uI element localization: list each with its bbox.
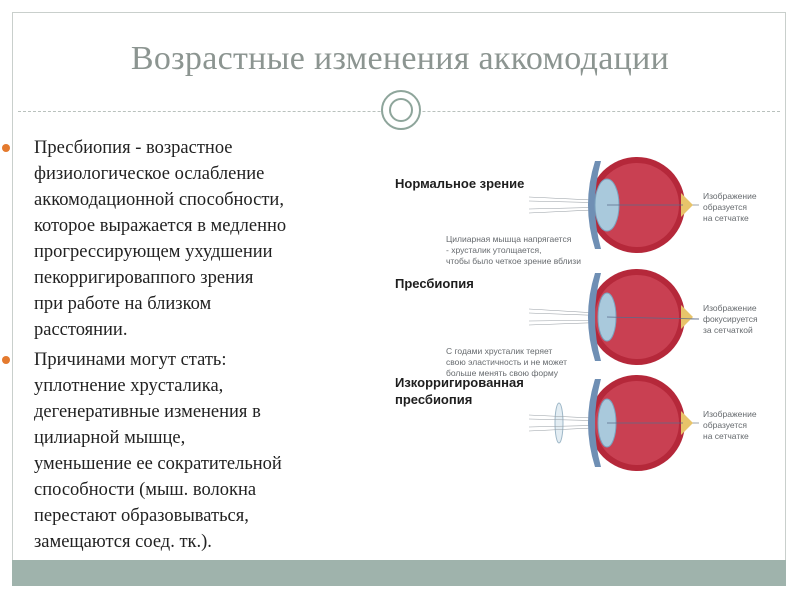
- panel-presbyopia: Пресбиопия Изображение фокусируется за с…: [395, 269, 758, 378]
- bullet-line: Причинами могут стать:: [34, 350, 227, 370]
- bullet-line: уменьшение ее сократительной: [34, 454, 282, 474]
- bullet-line: уплотнение хрусталика,: [34, 376, 224, 396]
- bullet-dot-icon: [2, 356, 10, 364]
- bullet-dot-icon: [2, 144, 10, 152]
- bullet-line: аккомодационной способности,: [34, 190, 284, 210]
- panel-heading: Нормальное зрение: [395, 176, 524, 191]
- bullet-list: Пресбиопия - возрастное физиологическое …: [2, 135, 374, 559]
- bullet-line: Пресбиопия - возрастное: [34, 138, 233, 158]
- bullet-line: которое выражается в медленно: [34, 216, 287, 236]
- note-right: на сетчатке: [703, 431, 749, 441]
- bullet-line: при работе на близком: [34, 294, 212, 314]
- bullet-line: прогрессирующем ухудшении: [34, 242, 273, 262]
- note-below: чтобы было четкое зрение вблизи: [446, 256, 581, 266]
- panel-normal-vision: Нормальное зрение Изображение образуется…: [395, 157, 757, 266]
- optic-nerve: [681, 411, 693, 435]
- bullet-line: физиологическое ослабление: [34, 164, 265, 184]
- eye-illustration-icon: [588, 375, 693, 471]
- bullet-line: расстоянии.: [34, 320, 128, 340]
- note-right: Изображение: [703, 303, 757, 313]
- note-right: Изображение: [703, 409, 757, 419]
- bullet-causes: Причинами могут стать: уплотнение хруста…: [2, 347, 374, 555]
- eye-diagram-svg: Нормальное зрение Изображение образуется…: [395, 157, 758, 471]
- focus-ray: [606, 316, 700, 320]
- bullet-line: дегенеративные изменения в: [34, 402, 261, 422]
- eye-illustration-icon: [588, 157, 693, 253]
- note-right: на сетчатке: [703, 213, 749, 223]
- note-below: свою эластичность и не может: [446, 357, 567, 367]
- bullet-line: пекорригироваппого зрения: [34, 268, 254, 288]
- panel-corrected-presbyopia: Изкорригированная пресбиопия Изображение…: [395, 375, 757, 471]
- cornea: [588, 273, 601, 361]
- note-below: больше менять свою форму: [446, 368, 559, 378]
- cornea: [588, 379, 601, 467]
- bullet-presbyopia: Пресбиопия - возрастное физиологическое …: [2, 135, 374, 343]
- note-right: фокусируется: [703, 314, 758, 324]
- note-right: образуется: [703, 202, 747, 212]
- note-right: образуется: [703, 420, 747, 430]
- note-below: Цилиарная мышца напрягается: [446, 234, 572, 244]
- eye-diagram-figure: Нормальное зрение Изображение образуется…: [369, 155, 780, 560]
- note-right: Изображение: [703, 191, 757, 201]
- bullet-line: перестают образовываться,: [34, 506, 249, 526]
- eye-illustration-icon: [588, 269, 700, 365]
- corrective-lens-icon: [554, 402, 564, 444]
- slide-title: Возрастные изменения аккомодации: [130, 40, 670, 77]
- bullet-line: способности (мыш. волокна: [34, 480, 257, 500]
- note-below: - хрусталик утолщается,: [446, 245, 542, 255]
- circle-ornament-icon: [381, 90, 421, 130]
- note-right: за сетчаткой: [703, 325, 753, 335]
- note-below: С годами хрусталик теряет: [446, 346, 552, 356]
- bullet-line: цилиарной мышце,: [34, 428, 186, 448]
- eyeball-inner: [595, 275, 679, 359]
- panel-heading: пресбиопия: [395, 392, 472, 407]
- optic-nerve: [681, 305, 693, 329]
- panel-heading: Изкорригированная: [395, 375, 524, 390]
- optic-nerve: [681, 193, 693, 217]
- panel-heading: Пресбиопия: [395, 276, 474, 291]
- footer-bar: [12, 560, 786, 586]
- bullet-line: замещаются соед. тк.).: [34, 532, 212, 552]
